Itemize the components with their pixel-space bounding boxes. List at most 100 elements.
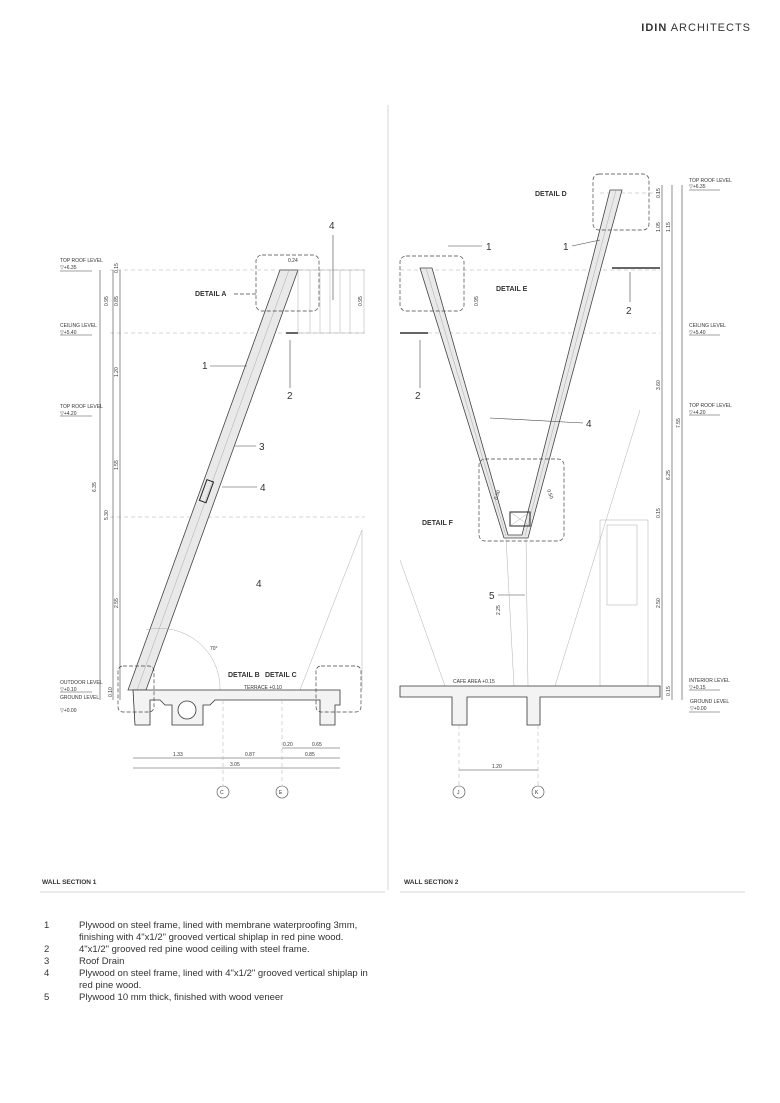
legend-notes: 1 Plywood on steel frame, lined with memb… <box>44 920 379 1004</box>
label: 0.95 <box>104 296 110 306</box>
label: Roof Drain <box>79 956 125 967</box>
label: 1 <box>202 361 208 372</box>
terrace-label: TERRACE +0.10 <box>244 685 282 691</box>
section-2-title: WALL SECTION 2 <box>404 879 459 886</box>
label: 2 <box>44 944 50 955</box>
label: 0.85 <box>114 296 120 306</box>
label: 0.10 <box>108 687 114 697</box>
label: 6.25 <box>666 470 672 480</box>
detail-a-label: DETAIL A <box>195 291 226 298</box>
label: 7.55 <box>676 418 682 428</box>
detail-b-label: DETAIL B <box>228 672 260 679</box>
label: 4 <box>586 419 592 430</box>
label: 2 <box>415 391 421 402</box>
label: 1.20 <box>492 764 502 770</box>
label: ▽+0.00 <box>60 708 77 714</box>
label: 0.87 <box>245 752 255 758</box>
label: 0.95 <box>358 296 364 306</box>
wall-section-2: DETAIL D DETAIL E DETAIL F 0.50 0.50 0.9… <box>399 173 732 886</box>
brand-logo: IDIN ARCHITECTS <box>641 22 751 34</box>
label: GROUND LEVEL <box>60 695 99 701</box>
label: ▽+0.15 <box>689 685 706 691</box>
label: 2.25 <box>496 605 502 615</box>
label: ▽+4.20 <box>60 411 77 417</box>
brand-rest: ARCHITECTS <box>670 22 751 34</box>
vertical-dimensions-2: 0.15 1.05 1.15 3.60 6.25 7.55 0.15 2.50 … <box>656 188 682 696</box>
label: Plywood on steel frame, lined with 4"x1/… <box>79 968 368 991</box>
label: 3.60 <box>656 380 662 390</box>
label: 3 <box>259 442 265 453</box>
label: TOP ROOF LEVEL <box>60 258 103 264</box>
label: ▽+5.40 <box>689 330 706 336</box>
label: 3 <box>44 956 50 967</box>
detail-b-box <box>117 665 155 713</box>
label: 1.05 <box>656 222 662 232</box>
label: 1.15 <box>666 222 672 232</box>
label: 0.95 <box>474 296 480 306</box>
level-labels-2: TOP ROOF LEVEL▽+6.35 CEILING LEVEL▽+5.40… <box>689 178 732 713</box>
v-wall <box>419 189 623 539</box>
label: ▽+0.00 <box>690 706 707 712</box>
note-item: 2 4"x1/2" grooved red pine wood ceiling w… <box>44 944 379 956</box>
label: 70° <box>210 646 218 652</box>
label: 0.65 <box>312 742 322 748</box>
vertical-dimensions: 0.15 0.95 0.85 1.20 1.55 5.30 6.35 2.55 … <box>92 263 120 697</box>
detail-c-label: DETAIL C <box>265 672 297 679</box>
label: 6.35 <box>92 482 98 492</box>
label: 2.50 <box>656 598 662 608</box>
note-item: 5 Plywood 10 mm thick, finished with wood… <box>44 992 379 1004</box>
label: 1 <box>563 242 569 253</box>
detail-e-box <box>399 255 465 312</box>
label: 5 <box>489 591 495 602</box>
label: Plywood on steel frame, lined with membr… <box>79 920 358 943</box>
section-1-title: WALL SECTION 1 <box>42 879 97 886</box>
label: 4"x1/2" grooved red pine wood ceiling wi… <box>79 944 310 955</box>
label: 1 <box>486 242 492 253</box>
label: 0.24 <box>288 258 298 264</box>
grid-k: K <box>535 790 539 796</box>
brand-bold: IDIN <box>641 22 668 34</box>
label: TOP ROOF LEVEL <box>689 403 732 409</box>
label: 4 <box>260 483 266 494</box>
label: 0.85 <box>305 752 315 758</box>
label: ▽+4.20 <box>689 410 706 416</box>
label: CEILING LEVEL <box>60 323 97 329</box>
label: Plywood 10 mm thick, finished with wood … <box>79 992 284 1003</box>
label: 2 <box>626 306 632 317</box>
label: 4 <box>329 221 335 232</box>
wall-section-1: TOP ROOF LEVEL▽+6.35 CEILING LEVEL▽+5.40… <box>42 221 365 886</box>
label: 0.15 <box>656 188 662 198</box>
label: 3.05 <box>230 762 240 768</box>
label: 1 <box>44 920 50 931</box>
grid-e: E <box>279 790 283 796</box>
grid-j: J <box>457 790 460 796</box>
label: 1.33 <box>173 752 183 758</box>
detail-e-label: DETAIL E <box>496 286 528 293</box>
cafe-area-label: CAFE AREA +0.15 <box>453 679 495 685</box>
note-item: 3 Roof Drain <box>44 956 379 968</box>
label: 2 <box>287 391 293 402</box>
label: 5.30 <box>104 510 110 520</box>
detail-d-label: DETAIL D <box>535 191 567 198</box>
label: 0.15 <box>114 263 120 273</box>
label: 5 <box>44 992 50 1003</box>
level-labels: TOP ROOF LEVEL▽+6.35 CEILING LEVEL▽+5.40… <box>60 258 103 714</box>
label: OUTDOOR LEVEL <box>60 680 103 686</box>
label: ▽+6.35 <box>60 265 77 271</box>
note-item: 1 Plywood on steel frame, lined with memb… <box>44 920 379 944</box>
label: 0.50 <box>493 489 502 500</box>
foundation-1 <box>132 689 341 726</box>
label: ▽+0.10 <box>60 687 77 693</box>
slab-2 <box>399 685 661 726</box>
label: 2.55 <box>114 598 120 608</box>
detail-f-box <box>478 458 565 542</box>
label: 0.15 <box>656 508 662 518</box>
detail-c-box <box>315 665 362 713</box>
label: 1.20 <box>114 367 120 377</box>
label: TOP ROOF LEVEL <box>60 404 103 410</box>
label: CEILING LEVEL <box>689 323 726 329</box>
label: GROUND LEVEL <box>690 699 729 705</box>
label: ▽+5.40 <box>60 330 77 336</box>
